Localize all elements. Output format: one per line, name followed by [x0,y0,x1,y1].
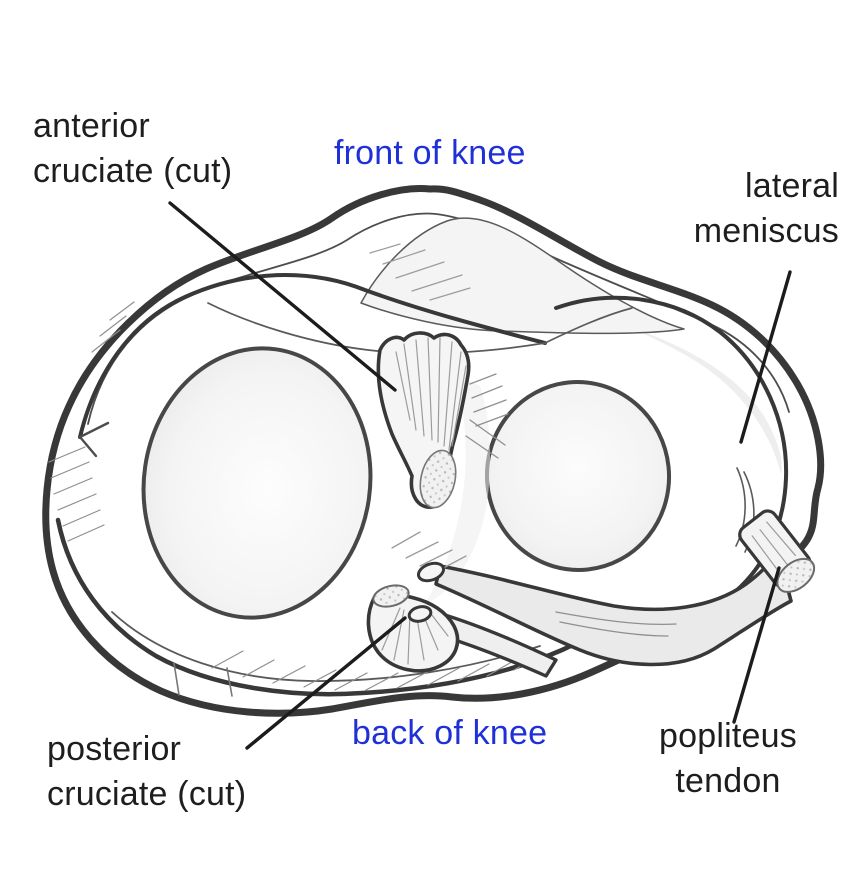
acl-side-hatch-lines [465,373,509,459]
label-anterior-cruciate-line2: cruciate (cut) [33,152,233,190]
popliteus-tendon-shape [738,509,816,593]
label-anterior-cruciate-line1: anterior [33,107,150,145]
medial-meniscus-outer-edge [55,517,597,697]
label-posterior-cruciate: posterior cruciate (cut) [47,727,246,817]
leader-lines [168,201,792,750]
label-posterior-cruciate-line1: posterior [47,730,182,768]
band-tip-upper [416,561,446,583]
pcl-body [366,592,460,673]
medial-meniscus-inner-edge [111,611,541,682]
acl-cut-face [419,449,457,509]
fat-pad-hatch-lines [369,243,471,301]
label-front-of-knee: front of knee [334,131,526,176]
medial-rim-line [78,273,547,439]
acl-stump [376,331,509,509]
popliteus-cut-face [776,557,816,593]
label-posterior-cruciate-line2: cruciate (cut) [47,775,247,813]
label-lateral-meniscus-line2: meniscus [693,212,839,250]
leader-lateral-meniscus [739,270,792,444]
leader-anterior-cruciate [168,201,397,392]
intercondylar-shading [424,372,491,604]
label-back-of-knee-text: back of knee [352,714,548,752]
pcl-stump [366,531,467,673]
acl-fiber-lines [395,337,467,451]
label-back-of-knee: back of knee [352,711,547,756]
label-popliteus-tendon-line2: tendon [675,762,781,800]
leader-popliteus-tendon [732,566,781,724]
meniscus-patch-lines [173,662,233,697]
anterior-lateral-shading [520,290,782,474]
posterior-meniscus-band [434,549,793,667]
leader-posterior-cruciate [245,616,407,750]
label-popliteus-tendon-line1: popliteus [659,717,797,755]
label-popliteus-tendon: popliteus tendon [636,714,820,804]
popliteus-fiber-lines [751,521,796,571]
wedge-lower-line [207,302,546,355]
pcl-cut-face [372,584,410,608]
medial-condyle-surface [141,346,373,620]
label-lateral-meniscus: lateral meniscus [694,164,839,254]
rim-fold-lines [78,421,110,458]
label-lateral-meniscus-line1: lateral [744,167,839,205]
label-front-of-knee-text: front of knee [334,134,526,172]
band-fiber-lines [555,611,677,637]
anterior-fat-pad [360,217,685,335]
band-tip-lower [407,605,433,623]
label-anterior-cruciate: anterior cruciate (cut) [33,104,232,194]
upper-left-hatch-lines [48,301,135,542]
anterior-horn-line [544,307,633,344]
